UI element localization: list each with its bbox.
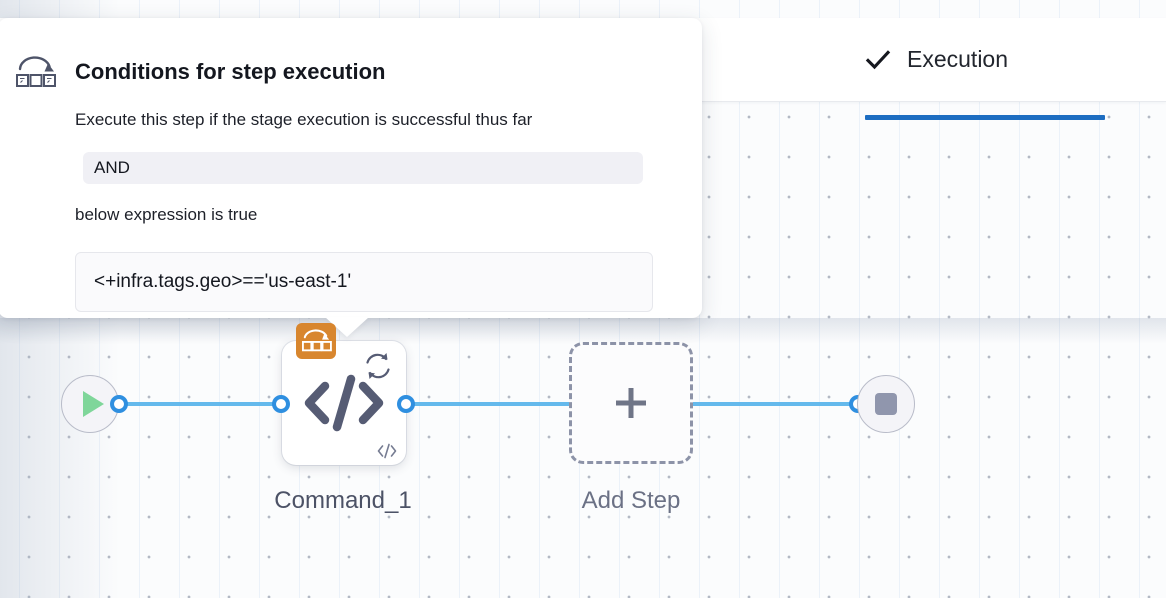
loop-retry-icon [361, 349, 395, 383]
connector-step-to-addstep [400, 402, 690, 406]
shell-script-icon [14, 54, 58, 94]
tab-execution[interactable]: Execution [865, 18, 1008, 101]
step-condition-badge[interactable] [296, 323, 336, 359]
stop-icon [875, 393, 897, 415]
step-node-command[interactable] [282, 341, 406, 465]
port-step-input[interactable] [272, 395, 290, 413]
canvas-top-shade [0, 318, 1166, 344]
pipeline-end-node[interactable] [857, 375, 915, 433]
popover-description: Execute this step if the stage execution… [75, 110, 533, 129]
popover-title: Conditions for step execution [75, 59, 386, 84]
connector-start-to-step [113, 402, 313, 406]
check-icon [865, 47, 891, 73]
connector-addstep-to-end [688, 402, 868, 406]
pipeline-start-node[interactable] [61, 375, 119, 433]
port-start-output[interactable] [110, 395, 128, 413]
conditions-popover: Conditions for step execution Execute th… [0, 18, 702, 318]
code-small-icon [376, 442, 398, 460]
add-step-button[interactable] [569, 342, 693, 464]
condition-operator-field[interactable]: AND [83, 152, 643, 184]
condition-subtext: below expression is true [75, 205, 258, 224]
port-step-output[interactable] [397, 395, 415, 413]
condition-expression-field[interactable]: <+infra.tags.geo>=='us-east-1' [75, 252, 653, 312]
popover-tail [325, 317, 369, 337]
add-step-label: Add Step [581, 487, 681, 514]
tab-active-underline [865, 115, 1105, 120]
plus-icon [611, 383, 651, 423]
code-icon [301, 370, 387, 436]
shell-script-icon [302, 329, 332, 352]
step-node-label: Command_1 [274, 487, 412, 514]
tab-execution-label: Execution [907, 46, 1009, 72]
play-icon [82, 391, 104, 417]
